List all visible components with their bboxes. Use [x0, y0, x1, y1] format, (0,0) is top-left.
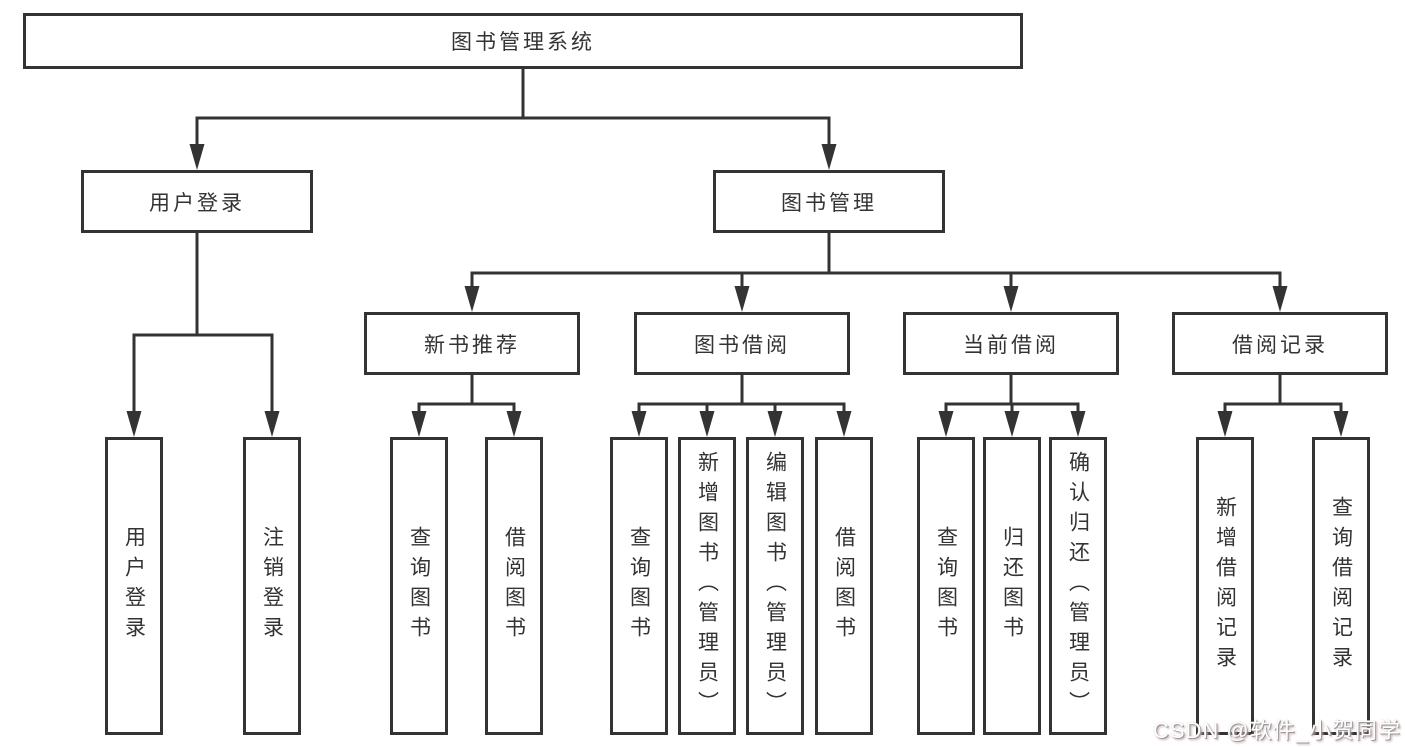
node-label: 新增借阅记录 [1213, 496, 1237, 676]
node-label: 查询图书 [934, 526, 958, 646]
node-label: 图书管理 [781, 191, 877, 215]
leaf-query-books-current: 查询图书 [917, 437, 975, 735]
node-label: 当前借阅 [963, 333, 1059, 357]
node-new-book-recommend: 新书推荐 [364, 312, 580, 375]
leaf-query-books-borrow: 查询图书 [610, 437, 668, 735]
leaf-borrow-books: 借阅图书 [815, 437, 873, 735]
leaf-borrow-books-recommend: 借阅图书 [485, 437, 543, 735]
node-label: 用户登录 [149, 191, 245, 215]
node-borrowing-records: 借阅记录 [1172, 312, 1388, 375]
leaf-edit-book-admin: 编辑图书（管理员） [746, 437, 804, 735]
node-label: 图书管理系统 [451, 31, 595, 54]
node-library-management-system: 图书管理系统 [23, 13, 1023, 69]
node-label: 查询借阅记录 [1329, 496, 1353, 676]
node-label: 借阅记录 [1232, 333, 1328, 357]
node-label: 借阅图书 [832, 526, 856, 646]
node-label: 新增图书（管理员） [695, 451, 719, 721]
leaf-confirm-return-admin: 确认归还（管理员） [1049, 437, 1107, 735]
node-label: 用户登录 [122, 526, 146, 646]
csdn-watermark: CSDN @软件_小贺同学 [1152, 718, 1401, 743]
leaf-user-login: 用户登录 [105, 437, 163, 735]
node-book-management: 图书管理 [713, 170, 945, 233]
leaf-query-books-recommend: 查询图书 [390, 437, 448, 735]
node-label: 借阅图书 [502, 526, 526, 646]
node-current-borrowing: 当前借阅 [903, 312, 1119, 375]
leaf-add-book-admin: 新增图书（管理员） [678, 437, 736, 735]
node-label: 查询图书 [627, 526, 651, 646]
node-label: 编辑图书（管理员） [763, 451, 787, 721]
node-user-login: 用户登录 [81, 170, 313, 233]
node-label: 确认归还（管理员） [1066, 451, 1090, 721]
node-label: 查询图书 [407, 526, 431, 646]
leaf-query-borrow-record: 查询借阅记录 [1312, 437, 1370, 735]
node-label: 归还图书 [1000, 526, 1024, 646]
leaf-return-book: 归还图书 [983, 437, 1041, 735]
node-book-borrowing: 图书借阅 [634, 312, 850, 375]
leaf-logout: 注销登录 [243, 437, 301, 735]
leaf-add-borrow-record: 新增借阅记录 [1196, 437, 1254, 735]
node-label: 新书推荐 [424, 333, 520, 357]
node-label: 图书借阅 [694, 333, 790, 357]
node-label: 注销登录 [260, 526, 284, 646]
